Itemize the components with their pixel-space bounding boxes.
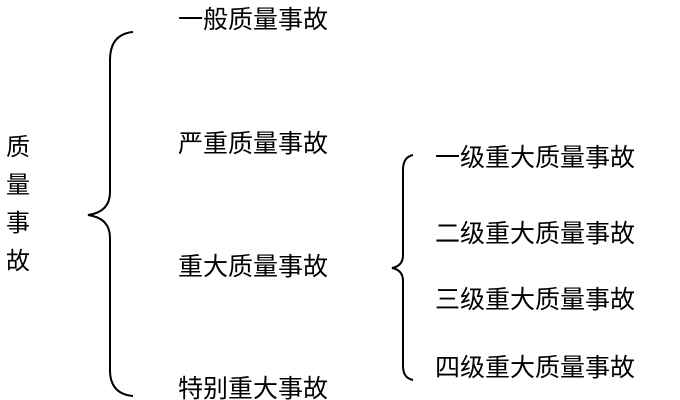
sub-brace [391, 154, 414, 381]
main-brace [87, 31, 134, 397]
level1-item: 严重质量事故 [178, 129, 329, 158]
level1-item: 一般质量事故 [178, 5, 329, 34]
level1-item: 特别重大事故 [178, 374, 329, 400]
level1-item: 重大质量事故 [178, 252, 329, 281]
level2-item: 三级重大质量事故 [435, 285, 636, 314]
level2-item: 二级重大质量事故 [435, 219, 636, 248]
level2-item: 一级重大质量事故 [435, 143, 636, 172]
level2-item: 四级重大质量事故 [435, 353, 636, 382]
root-label: 质量事故 [6, 133, 30, 275]
